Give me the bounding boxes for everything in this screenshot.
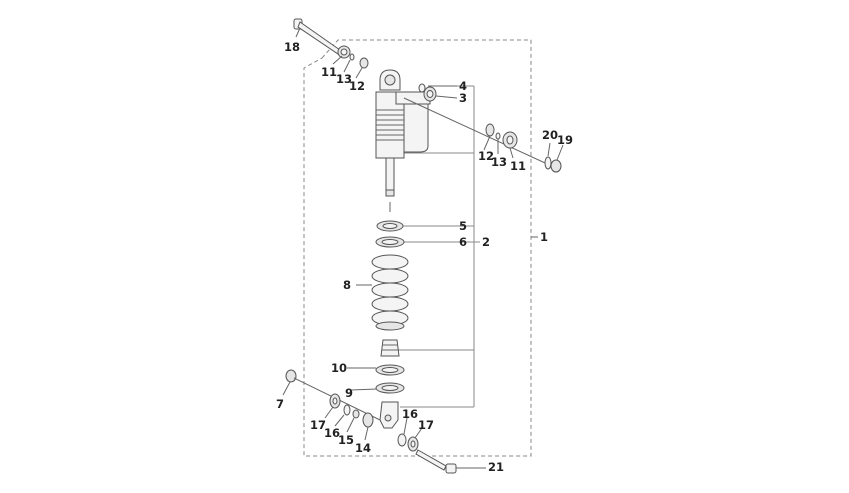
bump-stop [380,339,400,357]
bushing-4 [418,83,426,93]
callout-4: 4 [459,79,467,93]
collar-12-top [359,57,369,69]
bolt-21 [415,449,457,474]
bearing-14 [362,412,374,428]
callout-10: 10 [331,361,347,375]
callout-14: 14 [355,441,371,455]
callout-3: 3 [459,91,467,105]
callout-5: 5 [459,219,467,233]
callout-11-right: 11 [510,159,526,173]
callout-16-right: 16 [402,407,418,421]
callout-17-right: 17 [418,418,434,432]
callout-15: 15 [338,433,354,447]
adjuster-nut-5 [376,220,404,232]
washer-13-top [349,53,355,61]
callout-13-right: 13 [491,155,507,169]
nut-7 [285,369,297,383]
callout-7: 7 [276,397,284,411]
washer-20 [544,156,552,170]
collar-12-right [485,123,495,137]
spring-guide-10 [375,364,405,376]
callout-2: 2 [482,235,490,249]
nut-19 [550,159,562,173]
washer-13-right [495,132,501,140]
seal-16-right [397,433,407,447]
callout-21: 21 [488,460,504,474]
lock-nut-6 [375,236,405,248]
callout-13-top: 13 [336,72,352,86]
callout-12-top: 12 [349,79,365,93]
nut-11-top [337,45,351,59]
callout-19: 19 [557,133,573,147]
spring-8 [371,254,409,331]
callout-8: 8 [343,278,351,292]
callout-9: 9 [345,386,353,400]
assembly-frame [303,39,532,457]
nut-11-right [502,131,518,149]
bolt-18 [293,18,341,55]
callout-17-left: 17 [310,418,326,432]
seal-16-left [343,404,351,416]
callout-1: 1 [540,230,548,244]
washer-17-right [407,436,419,452]
washer-17-left [329,393,341,409]
callout-11-top: 11 [321,65,337,79]
callout-6: 6 [459,235,467,249]
leader-lines [282,27,564,469]
callout-12-right: 12 [478,149,494,163]
collar-15 [352,409,360,419]
callout-18: 18 [284,40,300,54]
collar-3 [423,86,437,102]
spring-seat-9 [375,382,405,394]
callout-16-left: 16 [324,426,340,440]
callout-20: 20 [542,128,558,142]
right-mount-axis [403,97,557,169]
lower-clevis [379,401,399,429]
